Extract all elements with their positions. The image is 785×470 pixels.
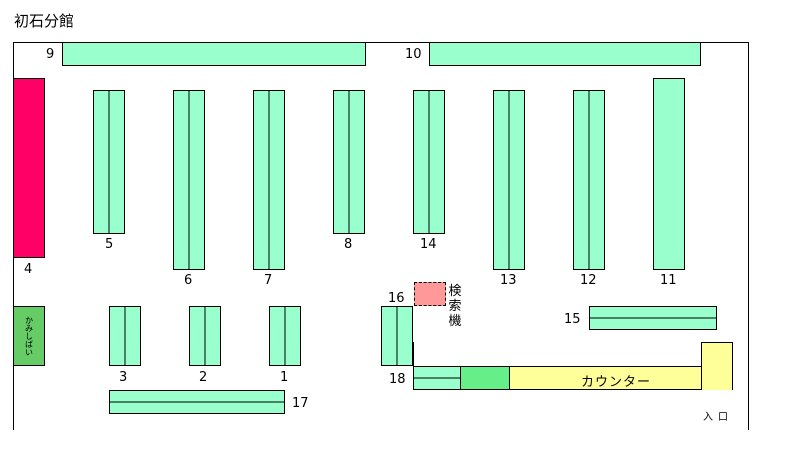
- shelf-7-label: 7: [264, 273, 273, 288]
- shelf-1[interactable]: [269, 306, 301, 366]
- shelf-14[interactable]: [413, 90, 445, 234]
- search-terminal[interactable]: [414, 282, 446, 306]
- shelf-5[interactable]: [93, 90, 125, 234]
- counter-corner-fill: [702, 366, 732, 389]
- wall-right: [748, 42, 749, 430]
- page-title: 初石分館: [14, 12, 75, 30]
- wall-top: [13, 42, 749, 43]
- shelf-15-label: 15: [564, 312, 581, 327]
- shelf-13-label: 13: [500, 273, 517, 288]
- shelf-11-label: 11: [660, 273, 677, 288]
- shelf-8[interactable]: [333, 90, 365, 234]
- shelf-2-label: 2: [199, 370, 208, 385]
- counter-label: カウンター: [581, 375, 652, 390]
- counter-edge: [413, 366, 702, 367]
- shelf-15[interactable]: [589, 306, 717, 330]
- counter-divider: [413, 342, 414, 366]
- shelf-3[interactable]: [109, 306, 141, 366]
- shelf-16-label: 16: [388, 291, 405, 306]
- shelf-8-label: 8: [344, 237, 353, 252]
- shelf-18[interactable]: [413, 366, 461, 390]
- shelf-17-label: 17: [292, 396, 309, 411]
- shelf-12-label: 12: [580, 273, 597, 288]
- shelf-9[interactable]: [62, 42, 366, 66]
- shelf-9-label: 9: [46, 47, 55, 62]
- shelf-10-label: 10: [405, 47, 422, 62]
- shelf-11[interactable]: [653, 78, 685, 270]
- shelf-18-label: 18: [389, 372, 406, 387]
- shelf-6-label: 6: [184, 273, 193, 288]
- shelf-7[interactable]: [253, 90, 285, 270]
- shelf-4[interactable]: [13, 78, 45, 258]
- shelf-2[interactable]: [189, 306, 221, 366]
- entrance-label: 入口: [703, 412, 733, 423]
- shelf-16[interactable]: [381, 306, 413, 366]
- shelf-17[interactable]: [109, 390, 285, 414]
- search-terminal-label: 検索機: [448, 284, 462, 329]
- shelf-5-label: 5: [105, 237, 114, 252]
- shelf-1-label: 1: [280, 370, 289, 385]
- shelf-13[interactable]: [493, 90, 525, 270]
- shelf-4-label: 4: [24, 262, 33, 277]
- shelf-6[interactable]: [173, 90, 205, 270]
- kamishibai-shelf[interactable]: かみしばい: [13, 306, 45, 366]
- shelf-3-label: 3: [119, 370, 128, 385]
- shelf-10[interactable]: [429, 42, 701, 66]
- shelf-14-label: 14: [420, 237, 437, 252]
- shelf-12[interactable]: [573, 90, 605, 270]
- counter-back-shelf: [460, 366, 510, 390]
